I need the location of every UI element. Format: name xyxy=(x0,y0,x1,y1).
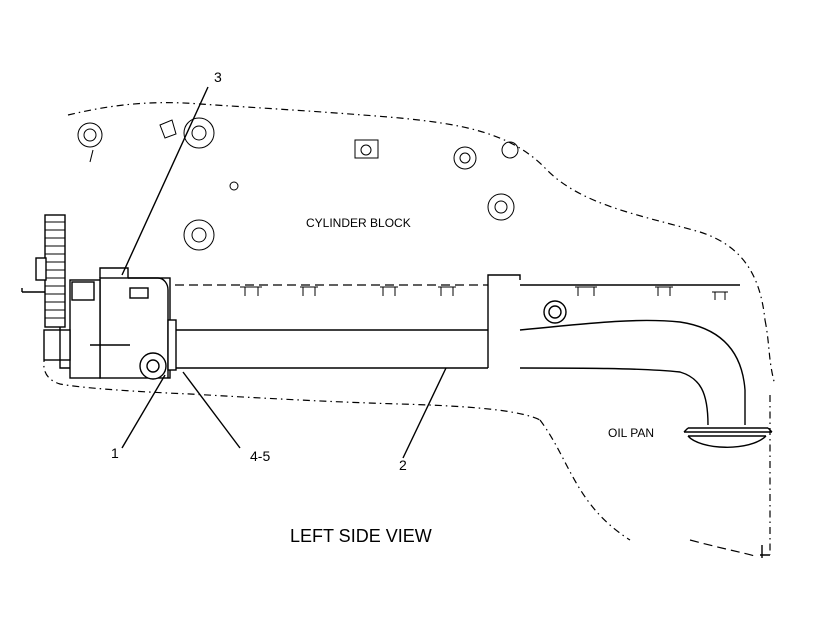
pump-drive-gear xyxy=(35,214,66,328)
callout-2: 2 xyxy=(399,457,407,473)
leader-lines xyxy=(121,86,447,459)
cylinder-block-outline xyxy=(43,102,776,558)
pickup-screen xyxy=(683,427,773,448)
oil-pump-assembly xyxy=(21,267,177,380)
callout-1: 1 xyxy=(111,445,119,461)
oil-pan-label: OIL PAN xyxy=(608,426,654,440)
callout-3: 3 xyxy=(214,69,222,85)
callout-4-5: 4-5 xyxy=(250,448,270,464)
view-title: LEFT SIDE VIEW xyxy=(290,526,432,546)
oil-pickup-tube xyxy=(175,285,746,426)
block-holes xyxy=(77,117,519,251)
block-bottom-rail xyxy=(175,274,740,324)
cylinder-block-label: CYLINDER BLOCK xyxy=(306,216,411,230)
